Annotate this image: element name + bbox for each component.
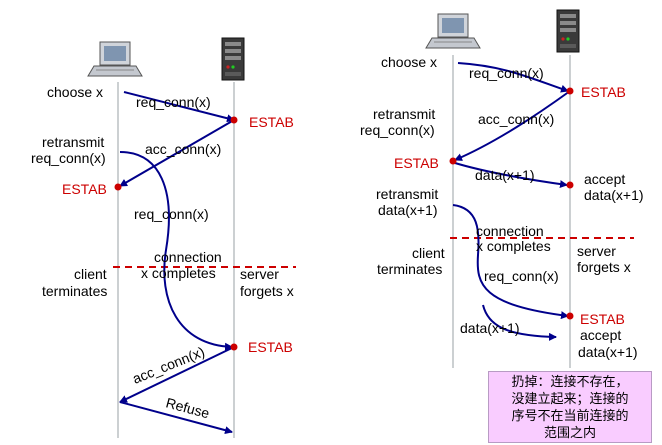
discard-note: 扔掉：连接不存在， 没建立起来；连接的 序号不在当前连接的 范围之内	[488, 371, 652, 443]
retransmit-data-value-label: data(x+1)	[378, 202, 438, 218]
estab-dot-client	[449, 157, 457, 165]
left-scenario: choose x req_conn(x) ESTAB retransmit re…	[31, 37, 296, 438]
data-label-2: data(x+1)	[460, 320, 520, 336]
choose-x-label: choose x	[47, 84, 103, 100]
accept-data-label-1: data(x+1)	[584, 187, 644, 203]
arrow-req-conn-1	[123, 91, 235, 123]
retransmit-data-label: retransmit	[376, 186, 438, 202]
x-completes-label: x completes	[476, 238, 551, 254]
laptop-icon	[425, 13, 481, 49]
accept-dot-1	[566, 181, 574, 189]
note-line-2: 没建立起来；连接的	[511, 392, 629, 407]
arrow-acc-conn	[454, 90, 571, 161]
accept-data-label-2: data(x+1)	[578, 344, 638, 360]
estab-server-label-1: ESTAB	[249, 114, 294, 130]
accept-label-1: accept	[584, 171, 625, 187]
note-line-1: 扔掉：连接不存在，	[511, 375, 629, 390]
server-label: server	[577, 243, 616, 259]
forgets-x-label: forgets x	[577, 259, 631, 275]
arrow-req-conn-1	[457, 62, 569, 93]
retransmit-label: retransmit	[42, 134, 104, 150]
arrow-acc-conn-1	[119, 119, 235, 187]
arrow-req-conn-retransmit	[119, 151, 233, 351]
choose-x-label: choose x	[381, 54, 437, 70]
estab-client-label: ESTAB	[62, 181, 107, 197]
estab-dot-client	[114, 183, 122, 191]
accept-label-2: accept	[580, 327, 621, 343]
req-conn-label-2: req_conn(x)	[484, 268, 559, 284]
arrow-req-conn-2	[452, 204, 569, 320]
x-completes-label: x completes	[141, 265, 216, 281]
estab-server-label-2: ESTAB	[248, 339, 293, 355]
estab-client-label: ESTAB	[394, 155, 439, 171]
estab-dot-server-2	[230, 343, 238, 351]
refuse-label: Refuse	[164, 394, 211, 421]
arrow-refuse	[119, 401, 233, 435]
connection-label: connection	[476, 223, 544, 239]
estab-server-label-2: ESTAB	[580, 311, 625, 327]
data-label-1: data(x+1)	[475, 167, 535, 183]
right-scenario: choose x req_conn(x) ESTAB retransmit re…	[360, 9, 644, 368]
acc-conn-label: acc_conn(x)	[478, 111, 554, 127]
retransmit-label: retransmit	[373, 106, 435, 122]
req-conn-label-1: req_conn(x)	[136, 94, 211, 110]
note-line-4: 范围之内	[543, 426, 596, 441]
acc-conn-label-1: acc_conn(x)	[145, 141, 221, 157]
req-conn-label-1: req_conn(x)	[469, 65, 544, 81]
laptop-icon	[87, 41, 143, 77]
arrow-data-2	[482, 304, 557, 341]
connection-label: connection	[154, 249, 222, 265]
retransmit-req-label: req_conn(x)	[31, 150, 106, 166]
server-label: server	[240, 266, 279, 282]
estab-dot-server	[566, 87, 574, 95]
server-tower-icon	[556, 9, 580, 53]
req-conn-label-2: req_conn(x)	[134, 206, 209, 222]
client-label: client	[412, 245, 445, 261]
estab-dot-server-2	[566, 312, 574, 320]
terminates-label: terminates	[42, 283, 107, 299]
forgets-x-label: forgets x	[240, 283, 294, 299]
arrow-acc-conn-2	[119, 346, 235, 403]
retransmit-req-label: req_conn(x)	[360, 122, 435, 138]
note-line-3: 序号不在当前连接的	[511, 409, 629, 424]
terminates-label: terminates	[377, 261, 442, 277]
server-tower-icon	[221, 37, 245, 81]
client-label: client	[74, 266, 107, 282]
estab-dot-server-1	[230, 116, 238, 124]
arrow-data-1	[454, 162, 568, 189]
estab-server-label: ESTAB	[581, 84, 626, 100]
